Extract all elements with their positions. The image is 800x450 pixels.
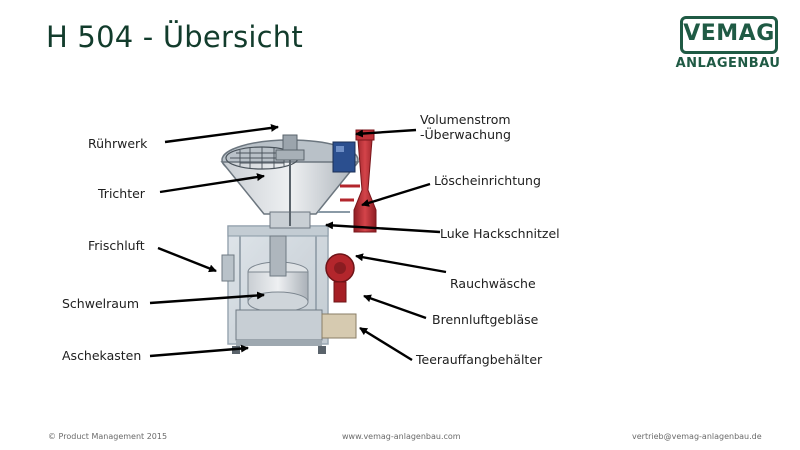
label-volumenstrom-line2: -Überwachung	[420, 127, 511, 142]
hopper	[220, 134, 360, 229]
label-rauchwaesche: Rauchwäsche	[450, 276, 536, 291]
label-trichter: Trichter	[98, 186, 145, 201]
arrow-brennluft	[363, 294, 427, 320]
arrow-loescheinrichtung	[361, 182, 431, 207]
label-teerauffangbehaelter: Teerauffangbehälter	[416, 352, 543, 367]
arrow-schwelraum	[149, 291, 265, 305]
footer-website[interactable]: www.vemag-anlagenbau.com	[342, 432, 461, 441]
label-frischluft: Frischluft	[88, 238, 145, 253]
label-volumenstrom: Volumenstrom -Überwachung	[420, 112, 530, 142]
arrow-rauchwaesche	[355, 253, 447, 274]
label-brennluftgeblaese: Brennluftgebläse	[432, 312, 539, 327]
label-ruehrwerk: Rührwerk	[88, 136, 148, 151]
slide-title: H 504 - Übersicht	[46, 20, 303, 54]
label-loescheinrichtung: Löscheinrichtung	[434, 173, 541, 188]
tar-container	[321, 313, 357, 339]
logo-wordmark: VEMAG	[683, 21, 775, 46]
label-volumenstrom-line1: Volumenstrom	[420, 112, 511, 127]
logo-frame: VEMAG	[680, 16, 778, 54]
combustion-fan	[325, 253, 355, 303]
chimney	[318, 129, 377, 233]
logo-subline: ANLAGENBAU	[675, 56, 781, 71]
arrow-aschekasten	[149, 344, 249, 358]
label-schwelraum: Schwelraum	[62, 296, 140, 311]
arrow-teerauffang	[359, 326, 413, 362]
arrow-luke	[325, 221, 441, 234]
housing	[221, 225, 329, 354]
arrow-trichter	[159, 173, 265, 194]
arrow-frischluft	[157, 246, 217, 273]
footer-email[interactable]: vertrieb@vemag-anlagenbau.de	[632, 432, 762, 441]
label-luke: Luke Hackschnitzel	[440, 226, 560, 241]
footer-copyright: © Product Management 2015	[48, 432, 168, 441]
vemag-logo: VEMAG ANLAGENBAU	[668, 12, 788, 78]
arrow-ruehrwerk	[164, 123, 279, 144]
label-aschekasten: Aschekasten	[62, 348, 142, 363]
arrow-volumenstrom	[355, 128, 417, 138]
